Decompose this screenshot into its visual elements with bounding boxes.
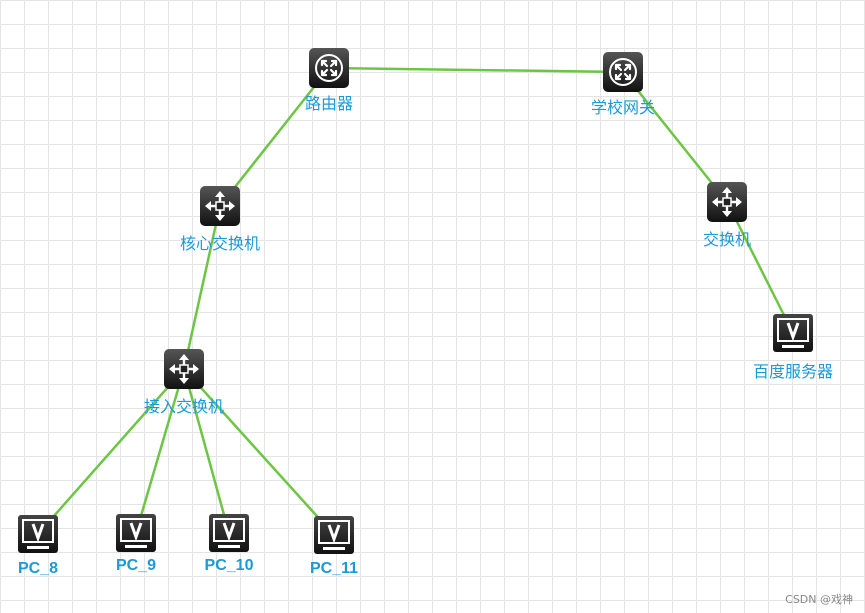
node-label-pc8: PC_8 (17, 560, 59, 577)
node-pc9[interactable] (115, 512, 157, 554)
node-label-pc11: PC_11 (309, 560, 359, 577)
link-access_switch-pc10 (182, 368, 231, 534)
link-router-gateway (328, 66, 624, 74)
node-label-pc9: PC_9 (115, 557, 157, 574)
links-layer (37, 66, 795, 536)
pc-icon (772, 312, 814, 354)
node-core_switch[interactable] (199, 185, 241, 227)
node-label-core_switch: 核心交换机 (179, 234, 261, 253)
node-access_switch[interactable] (163, 348, 205, 390)
link-switch-server (725, 201, 795, 334)
node-router[interactable] (308, 47, 350, 89)
link-access_switch-pc11 (183, 368, 335, 536)
router-icon (308, 47, 350, 89)
node-label-access_switch: 接入交换机 (143, 397, 225, 416)
link-router-core_switch (219, 67, 330, 207)
node-pc11[interactable] (313, 514, 355, 556)
pc-icon (17, 513, 59, 555)
pc-icon (313, 514, 355, 556)
router-icon (602, 51, 644, 93)
pc-icon (115, 512, 157, 554)
switch-icon (706, 181, 748, 223)
link-core_switch-access_switch (182, 205, 222, 370)
node-gateway[interactable] (602, 51, 644, 93)
node-label-gateway: 学校网关 (590, 98, 656, 117)
pc-icon (208, 512, 250, 554)
link-access_switch-pc9 (134, 368, 186, 534)
switch-icon (199, 185, 241, 227)
watermark: CSDN @戏神 (785, 593, 853, 606)
node-label-pc10: PC_10 (204, 557, 254, 574)
node-label-server: 百度服务器 (752, 362, 834, 381)
link-gateway-switch (622, 71, 728, 203)
link-access_switch-pc8 (37, 368, 185, 535)
node-pc8[interactable] (17, 513, 59, 555)
node-switch[interactable] (706, 181, 748, 223)
node-label-router: 路由器 (304, 94, 354, 113)
switch-icon (163, 348, 205, 390)
node-server[interactable] (772, 312, 814, 354)
node-label-switch: 交换机 (702, 230, 752, 249)
node-pc10[interactable] (208, 512, 250, 554)
